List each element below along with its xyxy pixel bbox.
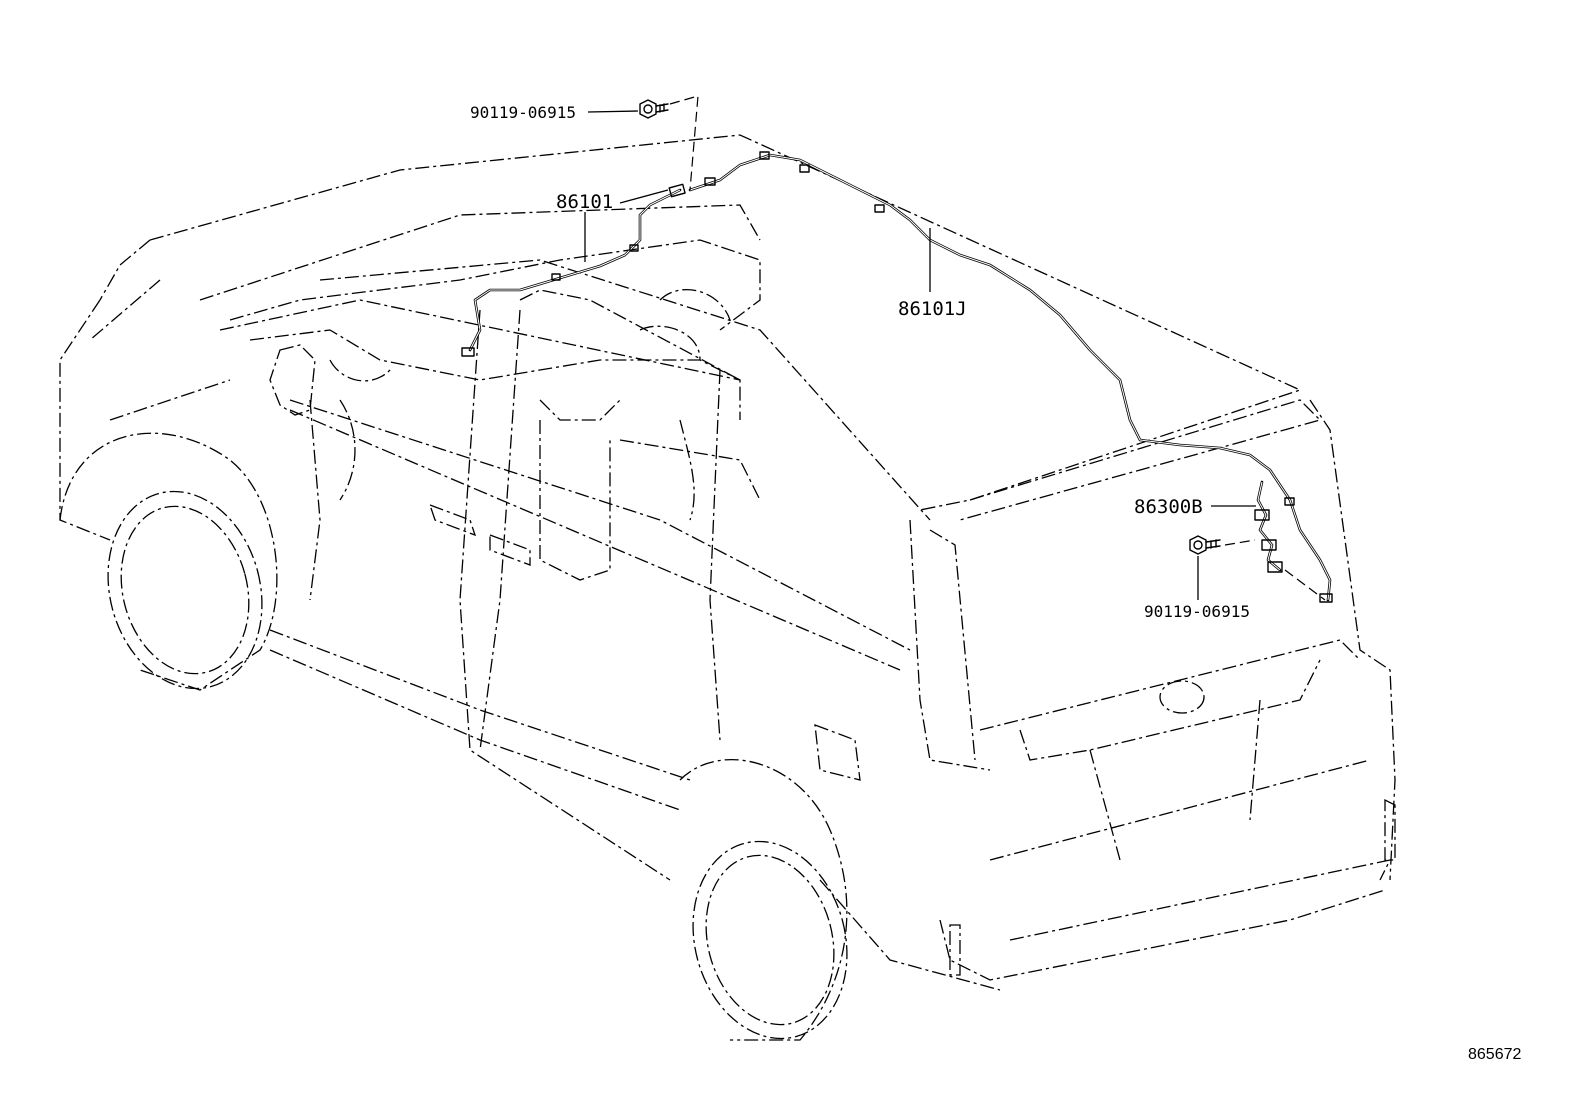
part-label-bolt-top: 90119-06915 <box>470 103 576 122</box>
part-label-86101J: 86101J <box>898 298 967 320</box>
part-labels: 90119-06915 86101 86101J 86300B 90119-06… <box>470 103 1521 1063</box>
bolt-icon <box>1189 535 1221 555</box>
part-label-86101: 86101 <box>556 191 613 213</box>
van-outline <box>59 134 1396 991</box>
bolt-icon <box>639 95 699 191</box>
part-label-bolt-rear: 90119-06915 <box>1144 602 1250 621</box>
interior-outline <box>229 239 761 601</box>
wire-harness-86300B <box>1224 480 1326 601</box>
part-label-86300B: 86300B <box>1134 496 1203 518</box>
wire-harness-86101J <box>688 151 1333 603</box>
wheels <box>59 432 848 1041</box>
wire-harness-86101 <box>461 183 686 357</box>
diagram-reference-code: 865672 <box>1468 1046 1521 1063</box>
leader-lines <box>584 110 1256 600</box>
